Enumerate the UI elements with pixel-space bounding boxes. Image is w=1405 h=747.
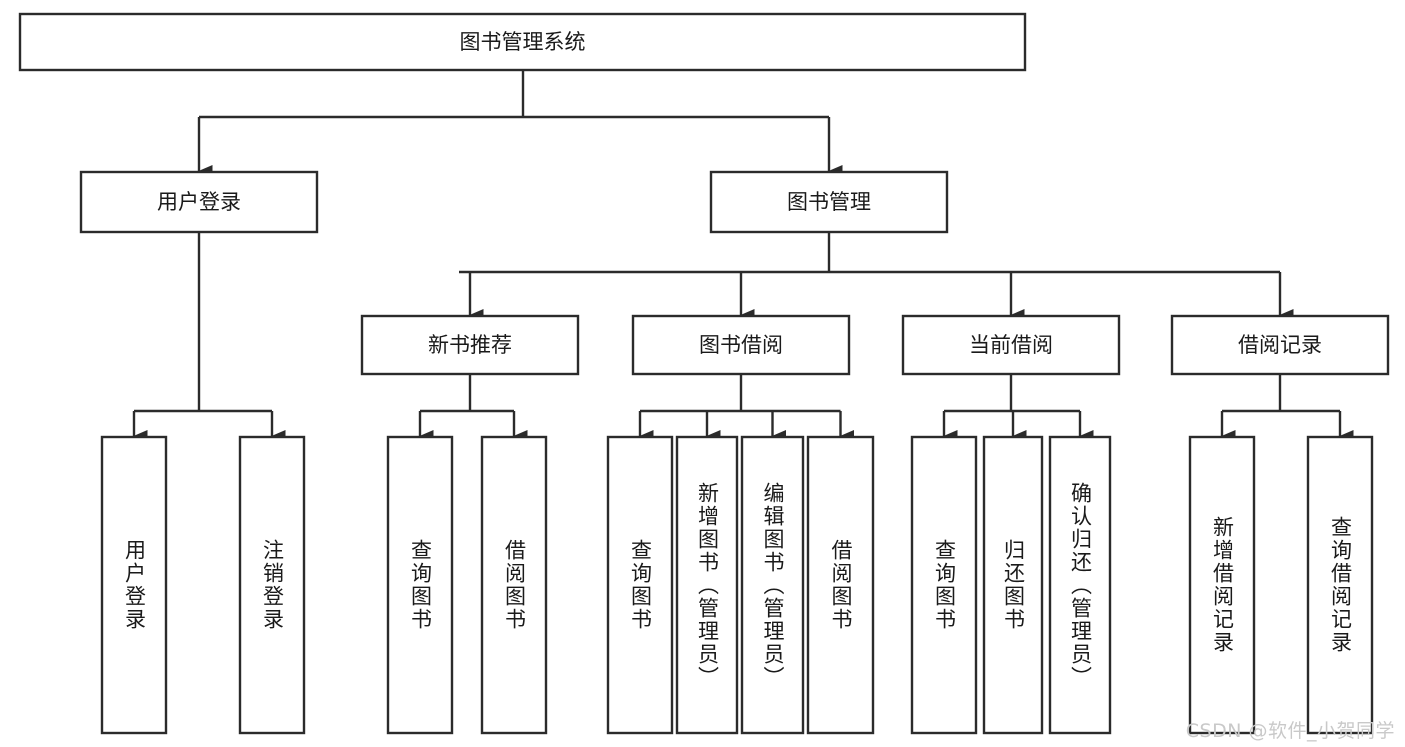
node-box-current-borrow[interactable]	[901, 314, 1121, 376]
node-label-user-login: 用户登录	[157, 190, 241, 214]
node-box-query-book-2[interactable]	[606, 435, 674, 735]
node-box-borrow-book-1[interactable]	[480, 435, 548, 735]
watermark-text: CSDN @软件_小贺同学	[1185, 720, 1395, 742]
node-box-layer	[18, 12, 1390, 735]
node-label-new-book-recommend: 新书推荐	[428, 333, 512, 357]
node-box-user-login-do[interactable]	[100, 435, 168, 735]
node-box-borrow-book-2[interactable]	[806, 435, 875, 735]
node-box-add-book-admin[interactable]	[675, 435, 739, 735]
node-box-add-borrow-record[interactable]	[1188, 435, 1256, 735]
node-box-user-login[interactable]	[79, 170, 319, 234]
node-box-return-book[interactable]	[982, 435, 1044, 735]
node-box-new-book-recommend[interactable]	[360, 314, 580, 376]
node-box-query-borrow-record[interactable]	[1306, 435, 1374, 735]
node-label-current-borrow: 当前借阅	[969, 333, 1053, 357]
node-label-book-manage: 图书管理	[787, 190, 871, 214]
node-label-borrow-record: 借阅记录	[1238, 333, 1322, 357]
node-box-query-book-3[interactable]	[910, 435, 978, 735]
node-box-book-borrow[interactable]	[631, 314, 851, 376]
node-box-root[interactable]	[18, 12, 1027, 72]
node-label-root: 图书管理系统	[460, 30, 586, 54]
node-box-edit-book-admin[interactable]	[740, 435, 805, 735]
connector-layer	[132, 70, 1354, 442]
node-box-borrow-record[interactable]	[1170, 314, 1390, 376]
node-label-book-borrow: 图书借阅	[699, 333, 783, 357]
node-box-query-book-1[interactable]	[386, 435, 454, 735]
node-box-book-manage[interactable]	[709, 170, 949, 234]
node-box-user-logout[interactable]	[238, 435, 306, 735]
node-box-confirm-return-admin[interactable]	[1048, 435, 1112, 735]
